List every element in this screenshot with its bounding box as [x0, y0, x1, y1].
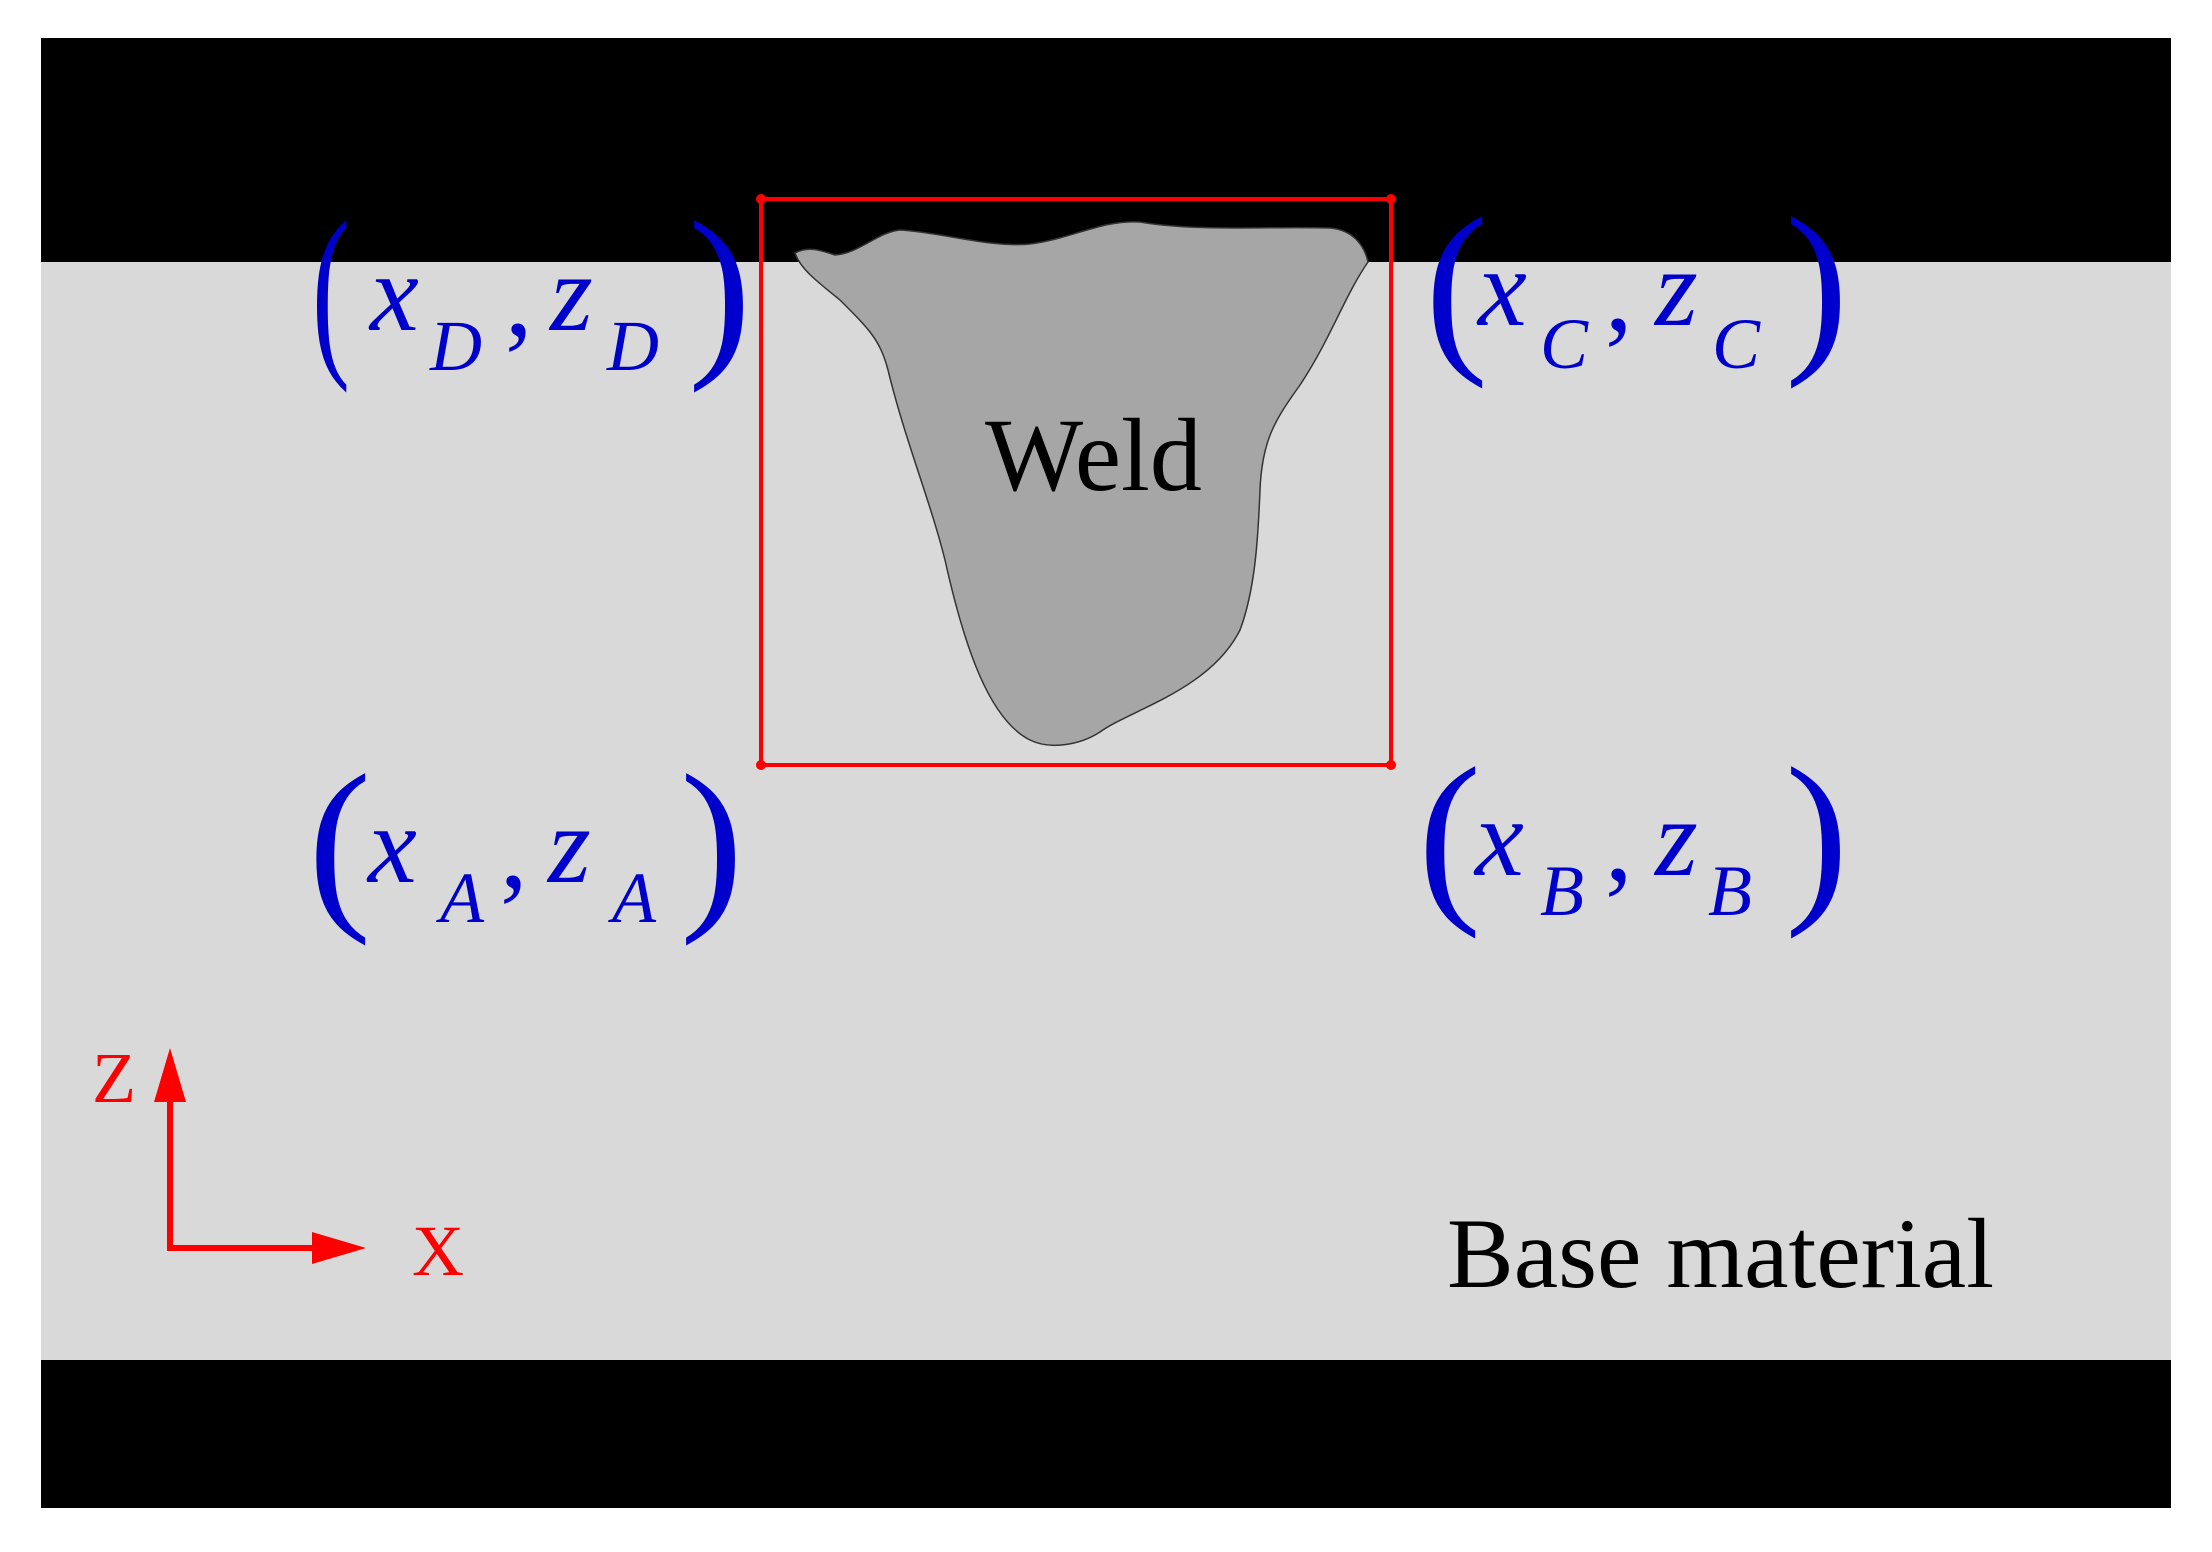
corner-a-x-subscript: A: [436, 858, 485, 938]
corner-c-comma: ,: [1605, 232, 1633, 354]
corner-d-close-paren: ): [688, 184, 751, 394]
corner-b-x-subscript: B: [1540, 851, 1584, 931]
base-material-label: Base material: [1447, 1198, 1994, 1309]
corner-d-z-subscript: D: [606, 306, 659, 386]
corner-point-b: [1386, 760, 1396, 770]
corner-label-c: ( x C , z C ): [1425, 180, 1848, 390]
corner-c-x: x: [1476, 227, 1527, 349]
corner-b-comma: ,: [1605, 782, 1633, 904]
weld-bead-shape: [794, 221, 1369, 747]
weld-label: Weld: [985, 398, 1202, 513]
x-axis-label: X: [412, 1211, 464, 1291]
z-axis-label: Z: [92, 1038, 136, 1118]
corner-label-d: ( x D , z D ): [312, 182, 751, 394]
weld-bounding-box: [759, 197, 1393, 767]
coordinate-axes: Z X: [92, 1038, 464, 1291]
corner-c-open-paren: (: [1425, 180, 1488, 390]
corner-c-z: z: [1653, 227, 1698, 349]
corner-b-close-paren: ): [1785, 730, 1848, 940]
corner-d-x-subscript: D: [429, 306, 482, 386]
x-axis-arrowhead-icon: [312, 1232, 366, 1264]
corner-label-a: ( x A , z A ): [308, 737, 743, 947]
corner-b-x: x: [1473, 777, 1524, 899]
corner-a-open-paren: (: [308, 737, 371, 947]
corner-a-comma: ,: [500, 789, 528, 911]
z-axis-arrowhead-icon: [154, 1048, 186, 1102]
corner-a-close-paren: ): [680, 737, 743, 947]
corner-point-a: [756, 760, 766, 770]
corner-a-z-subscript: A: [608, 858, 657, 938]
corner-b-open-paren: (: [1418, 730, 1481, 940]
corner-label-b: ( x B , z B ): [1418, 730, 1848, 940]
corner-b-z: z: [1653, 777, 1698, 899]
corner-point-c: [1386, 194, 1396, 204]
corner-d-x: x: [368, 232, 419, 354]
corner-point-d: [756, 194, 766, 204]
corner-d-z: z: [548, 232, 593, 354]
bottom-black-band: [41, 1360, 2171, 1508]
corner-c-x-subscript: C: [1540, 304, 1589, 384]
corner-d-open-paren: (: [312, 182, 350, 393]
corner-b-z-subscript: B: [1708, 851, 1752, 931]
corner-c-z-subscript: C: [1712, 304, 1761, 384]
corner-a-z: z: [546, 784, 591, 906]
corner-d-comma: ,: [505, 237, 533, 359]
corner-c-close-paren: ): [1785, 180, 1848, 390]
corner-a-x: x: [366, 784, 417, 906]
